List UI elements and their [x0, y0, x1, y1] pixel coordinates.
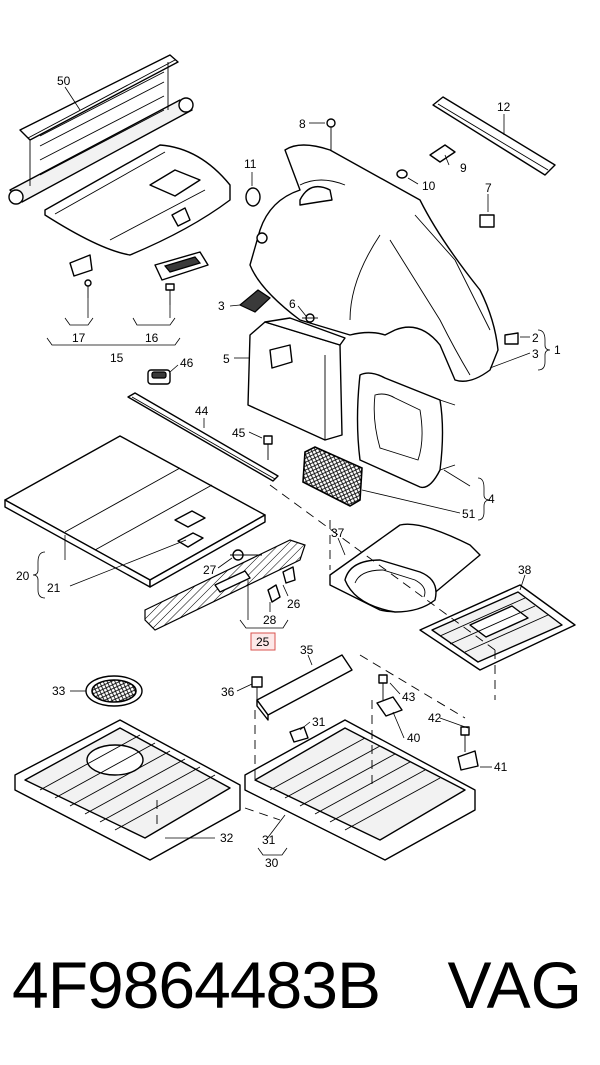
callout-4: 4 [488, 492, 495, 506]
floor-tray-32 [14, 719, 241, 861]
tray-37 [329, 523, 481, 613]
callout-6: 6 [289, 297, 296, 311]
callout-45: 45 [232, 426, 246, 440]
callout-21: 21 [47, 581, 61, 595]
callout-5: 5 [223, 352, 230, 366]
bracket-40-41-42-43 [289, 674, 479, 771]
callout-35: 35 [300, 643, 314, 657]
callout-11: 11 [244, 157, 257, 171]
callout-41: 41 [494, 760, 508, 774]
mat-38 [419, 584, 576, 671]
callout-40: 40 [407, 731, 421, 745]
callout-31-upper: 31 [312, 715, 326, 729]
callout-17: 17 [72, 331, 86, 345]
trim-handle-12 [432, 96, 556, 176]
callout-15: 15 [110, 351, 124, 365]
callout-42: 42 [428, 711, 442, 725]
net-51 [302, 446, 363, 507]
callout-27: 27 [203, 563, 217, 577]
exploded-parts-diagram: 50 12 8 11 9 10 7 3 6 5 2 3 1 17 16 15 4… [4, 54, 576, 870]
rail-44 [127, 392, 279, 482]
callout-28: 28 [263, 613, 277, 627]
callout-44: 44 [195, 404, 209, 418]
callout-31-lower: 31 [262, 833, 276, 847]
footer: 4F9864483B VAG [0, 930, 600, 1040]
callout-33: 33 [52, 684, 66, 698]
callout-32: 32 [220, 831, 234, 845]
callout-9: 9 [460, 161, 467, 175]
clip-46 [147, 369, 171, 385]
floor-cover-20 [4, 435, 266, 588]
callout-8: 8 [299, 117, 306, 131]
highlight-box-25 [250, 632, 276, 651]
part-number: 4F9864483B [12, 948, 381, 1022]
brand-label: VAG [447, 948, 582, 1022]
callout-38: 38 [518, 563, 532, 577]
floor-tray-30 [244, 719, 476, 861]
sill-trim-25 [144, 539, 306, 631]
callout-labels: 50 12 8 11 9 10 7 3 6 5 2 3 1 17 16 15 4… [16, 74, 561, 870]
callout-10: 10 [422, 179, 436, 193]
storage-box-5 [247, 317, 346, 441]
callout-37: 37 [331, 526, 345, 540]
fasteners-top [238, 118, 519, 345]
callout-3-lower: 3 [532, 347, 539, 361]
side-compartment-4 [356, 372, 456, 489]
callout-3-upper: 3 [218, 299, 225, 313]
screw-45 [263, 435, 273, 460]
luggage-cover-shelf [44, 144, 231, 256]
callout-26: 26 [287, 597, 301, 611]
leader-lines [32, 86, 551, 856]
callout-36: 36 [221, 685, 235, 699]
callout-43: 43 [402, 690, 416, 704]
cover-bracket-17 [69, 254, 93, 298]
callout-12: 12 [497, 100, 511, 114]
callout-25: 25 [256, 635, 270, 649]
luggage-cover-roller [8, 54, 194, 205]
callout-1: 1 [554, 343, 561, 357]
cover-bracket-16 [154, 251, 209, 305]
cover-plate-35 [256, 654, 353, 721]
callout-51: 51 [462, 507, 476, 521]
assembly-lines [156, 484, 496, 830]
screw-36 [251, 676, 263, 700]
callout-50: 50 [57, 74, 71, 88]
callout-16: 16 [145, 331, 159, 345]
cover-33 [85, 675, 143, 707]
callout-20: 20 [16, 569, 30, 583]
callout-30: 30 [265, 856, 279, 870]
callout-46: 46 [180, 356, 194, 370]
callout-7: 7 [485, 181, 492, 195]
callout-2: 2 [532, 331, 539, 345]
